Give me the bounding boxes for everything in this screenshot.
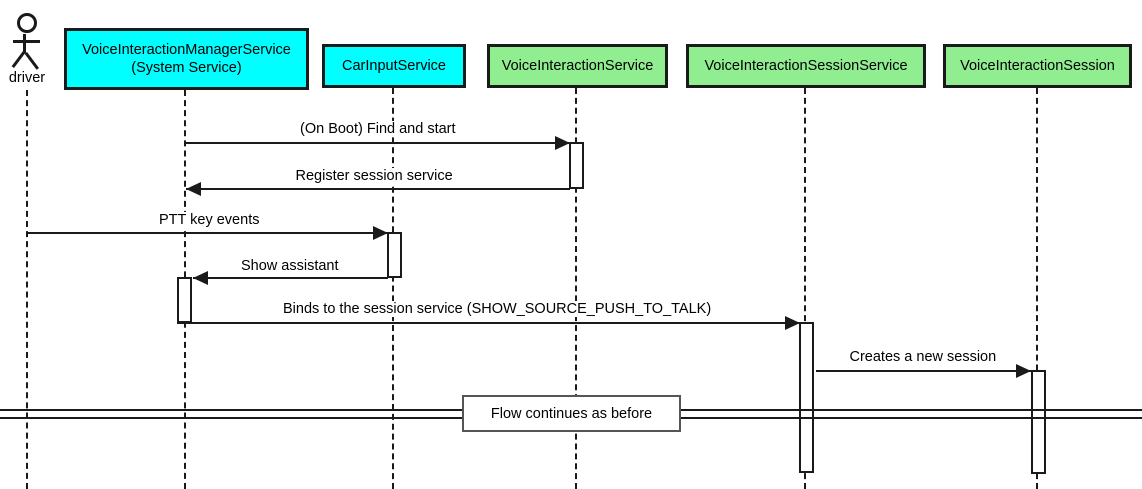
message-label-m1: (On Boot) Find and start: [297, 121, 459, 137]
message-arrowhead-m3: [373, 226, 388, 240]
participant-label-wrap: VoiceInteractionService: [502, 57, 654, 75]
participant-sublabel: (System Service): [131, 60, 242, 76]
participant-cis[interactable]: CarInputService: [322, 44, 466, 88]
message-label-m3: PTT key events: [156, 212, 263, 228]
participant-label: VoiceInteractionService: [501, 57, 654, 74]
activation-bar-viss: [799, 322, 814, 473]
participant-label-wrap: VoiceInteractionSessionService: [704, 57, 907, 75]
lifeline-cis: [392, 88, 394, 489]
lifeline-visn: [1036, 88, 1038, 489]
participant-visn[interactable]: VoiceInteractionSession: [943, 44, 1132, 88]
participant-label: VoiceInteractionManagerService: [82, 41, 291, 58]
actor-driver: driver: [0, 0, 60, 95]
message-label-m2: Register session service: [292, 168, 456, 184]
participant-label: VoiceInteractionSession: [960, 57, 1115, 74]
activation-bar-vis: [569, 142, 584, 189]
participant-label: VoiceInteractionSessionService: [704, 57, 908, 74]
divider-note-label: Flow continues as before: [490, 405, 653, 422]
participant-vims[interactable]: VoiceInteractionManagerService (System Se…: [64, 28, 309, 90]
activation-bar-vims: [177, 277, 192, 323]
message-arrowhead-m5: [785, 316, 800, 330]
participant-viss[interactable]: VoiceInteractionSessionService: [686, 44, 926, 88]
participant-label-wrap: CarInputService: [342, 57, 446, 75]
actor-label: driver: [8, 70, 46, 86]
message-label-m4: Show assistant: [238, 258, 342, 274]
participant-label-wrap: VoiceInteractionSession: [960, 57, 1115, 75]
lifeline-vis: [575, 88, 577, 489]
message-line-m6: [816, 370, 1031, 372]
participant-label-wrap: VoiceInteractionManagerService (System Se…: [82, 41, 291, 77]
message-line-m4: [193, 277, 388, 279]
participant-label: CarInputService: [342, 57, 446, 74]
lifeline-viss: [804, 88, 806, 489]
message-arrowhead-m1: [555, 136, 570, 150]
message-label-m5: Binds to the session service (SHOW_SOURC…: [280, 301, 715, 317]
actor-arms-icon: [13, 40, 40, 43]
message-line-m2: [186, 188, 570, 190]
divider-note-box: Flow continues as before: [462, 395, 681, 432]
lifeline-driver: [26, 90, 28, 489]
activation-bar-visn: [1031, 370, 1046, 474]
actor-head-icon: [17, 13, 37, 33]
message-line-m3: [27, 232, 388, 234]
activation-bar-cis: [387, 232, 402, 278]
message-arrowhead-m2: [186, 182, 201, 196]
message-label-m6: Creates a new session: [846, 349, 1000, 365]
actor-leg-right-icon: [24, 52, 39, 70]
message-arrowhead-m4: [193, 271, 208, 285]
message-arrowhead-m6: [1016, 364, 1031, 378]
message-line-m1: [185, 142, 570, 144]
message-line-m5: [177, 322, 800, 324]
participant-vis[interactable]: VoiceInteractionService: [487, 44, 668, 88]
